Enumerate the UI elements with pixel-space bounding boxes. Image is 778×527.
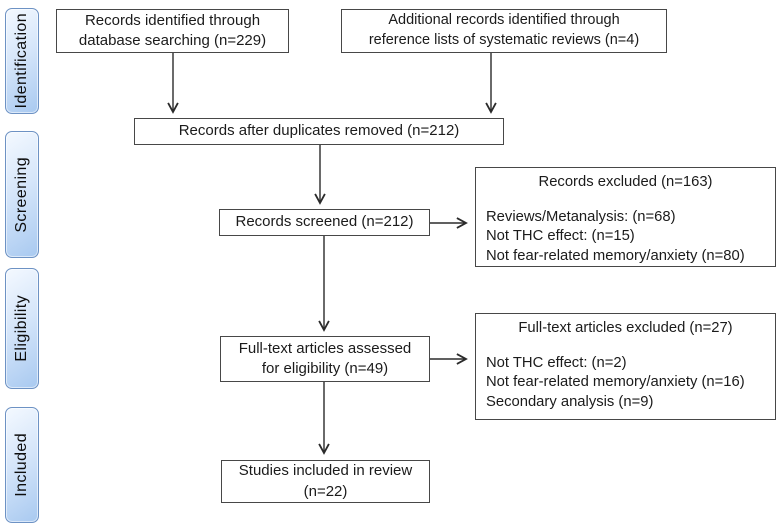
box-line: reference lists of systematic reviews (n…	[368, 32, 640, 48]
box-records-identified: Records identified through database sear…	[56, 9, 289, 53]
box-line: for eligibility (n=49)	[261, 360, 389, 377]
box-records-screened: Records screened (n=212)	[219, 209, 430, 236]
stage-tab-eligibility: Eligibility	[5, 268, 39, 389]
exclusion-item: Reviews/Metanalysis: (n=68)	[486, 208, 676, 225]
box-fulltext-excluded: Full-text articles excluded (n=27) Not T…	[475, 313, 776, 420]
box-line: database searching (n=229)	[78, 32, 267, 49]
exclusion-item: Not THC effect: (n=15)	[486, 228, 635, 245]
stage-tab-screening: Screening	[5, 131, 39, 258]
box-studies-included: Studies included in review (n=22)	[221, 460, 430, 503]
stage-label: Included	[13, 433, 30, 497]
box-duplicates-removed: Records after duplicates removed (n=212)	[134, 118, 504, 145]
exclusion-item: Not fear-related memory/anxiety (n=80)	[486, 247, 745, 264]
box-line: Studies included in review	[238, 462, 413, 480]
box-line: Records after duplicates removed (n=212)	[178, 122, 460, 140]
exclusion-item: Not fear-related memory/anxiety (n=16)	[486, 374, 745, 391]
stage-label: Identification	[13, 13, 30, 109]
exclusion-item: Secondary analysis (n=9)	[486, 393, 654, 410]
box-line: (n=22)	[303, 482, 348, 500]
box-records-excluded: Records excluded (n=163) Reviews/Metanal…	[475, 167, 776, 267]
stage-tab-identification: Identification	[5, 8, 39, 114]
box-additional-records: Additional records identified through re…	[341, 9, 667, 53]
exclusion-item: Not THC effect: (n=2)	[486, 354, 627, 371]
box-line: Full-text articles assessed	[238, 339, 412, 357]
box-line: Records identified through	[84, 11, 261, 29]
stage-tab-included: Included	[5, 407, 39, 523]
stage-label: Eligibility	[13, 295, 30, 362]
box-line: Additional records identified through	[388, 12, 620, 29]
stage-label: Screening	[13, 156, 30, 233]
box-line: Records screened (n=212)	[235, 213, 414, 231]
exclusion-title: Full-text articles excluded (n=27)	[518, 320, 733, 336]
exclusion-title: Records excluded (n=163)	[538, 174, 713, 190]
box-fulltext-assessed: Full-text articles assessed for eligibil…	[220, 336, 430, 382]
